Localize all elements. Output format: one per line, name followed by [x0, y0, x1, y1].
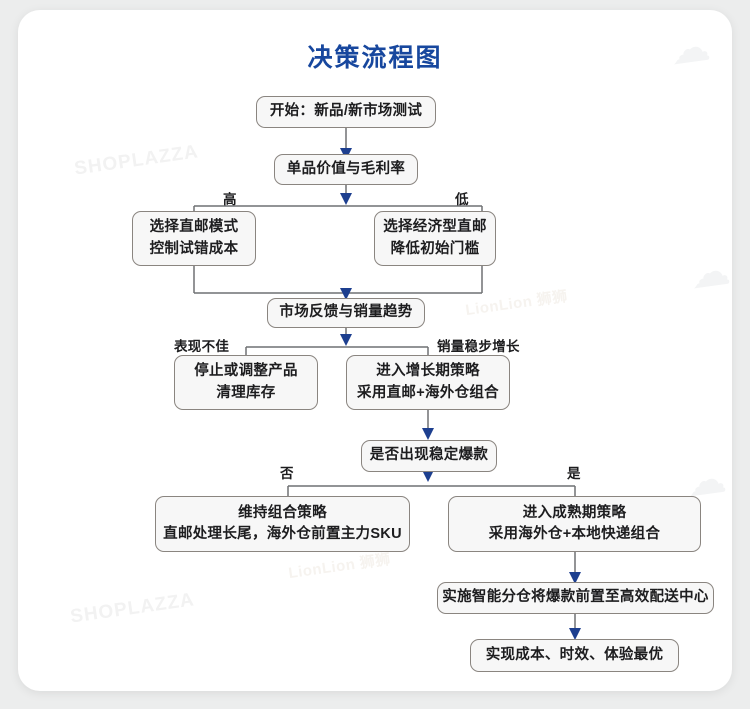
- node-direct-mail-line-2: 控制试错成本: [149, 240, 239, 257]
- node-growth-strategy-line-1: 进入增长期策略: [376, 363, 480, 380]
- edge-label-high: 高: [223, 192, 237, 207]
- node-optimal-result-line-1: 实现成本、时效、体验最优: [485, 646, 664, 663]
- node-start[interactable]: 开始：新品/新市场测试: [256, 96, 436, 128]
- node-mature-strategy-line-1: 进入成熟期策略: [522, 504, 627, 521]
- node-economy-direct-mail-line-2: 降低初始门槛: [390, 240, 480, 257]
- flowchart-card: SHOPLAZZA SHOPLAZZA LionLion 狮狮 LionLion…: [18, 10, 732, 691]
- node-start-line-1: 开始：新品/新市场测试: [269, 103, 423, 120]
- lionlion-watermark-2: LionLion 狮狮: [287, 550, 392, 583]
- node-unit-value-line-1: 单品价值与毛利率: [286, 160, 406, 177]
- node-stop-or-adjust-line-2: 清理库存: [216, 384, 276, 401]
- node-smart-warehouse[interactable]: 实施智能分仓将爆款前置至高效配送中心: [437, 582, 714, 614]
- node-keep-mix-strategy[interactable]: 维持组合策略 直邮处理长尾，海外仓前置主力SKU: [155, 496, 410, 552]
- node-economy-direct-mail[interactable]: 选择经济型直邮 降低初始门槛: [374, 211, 496, 266]
- shoplazza-watermark-1: SHOPLAZZA: [73, 141, 200, 180]
- shoplazza-watermark-2: SHOPLAZZA: [69, 589, 196, 628]
- node-market-feedback[interactable]: 市场反馈与销量趋势: [267, 298, 425, 328]
- edge-label-poor-performance: 表现不佳: [174, 339, 230, 354]
- page-title: 决策流程图: [307, 44, 443, 72]
- node-direct-mail[interactable]: 选择直邮模式 控制试错成本: [132, 211, 256, 266]
- edge-label-steady-growth: 销量稳步增长: [437, 339, 520, 354]
- node-stable-hit-decision-line-1: 是否出现稳定爆款: [369, 447, 489, 464]
- edge-label-low: 低: [455, 192, 469, 207]
- cloud-watermark-2: ☁: [687, 248, 732, 298]
- node-growth-strategy-line-2: 采用直邮+海外仓组合: [357, 384, 499, 401]
- node-stop-or-adjust-line-1: 停止或调整产品: [194, 363, 298, 380]
- edge-label-no: 否: [280, 466, 294, 481]
- node-smart-warehouse-line-1: 实施智能分仓将爆款前置至高效配送中心: [442, 589, 709, 606]
- node-stop-or-adjust[interactable]: 停止或调整产品 清理库存: [174, 355, 318, 410]
- node-unit-value[interactable]: 单品价值与毛利率: [274, 154, 418, 185]
- node-market-feedback-line-1: 市场反馈与销量趋势: [279, 304, 413, 321]
- node-keep-mix-strategy-line-1: 维持组合策略: [238, 504, 327, 521]
- node-mature-strategy-line-2: 采用海外仓+本地快递组合: [488, 526, 661, 542]
- node-economy-direct-mail-line-1: 选择经济型直邮: [383, 219, 487, 236]
- node-growth-strategy[interactable]: 进入增长期策略 采用直邮+海外仓组合: [346, 355, 510, 410]
- node-direct-mail-line-1: 选择直邮模式: [149, 219, 239, 236]
- node-optimal-result[interactable]: 实现成本、时效、体验最优: [470, 639, 679, 672]
- node-stable-hit-decision[interactable]: 是否出现稳定爆款: [361, 440, 497, 472]
- node-mature-strategy[interactable]: 进入成熟期策略 采用海外仓+本地快递组合: [448, 496, 701, 552]
- flowchart-stage: SHOPLAZZA SHOPLAZZA LionLion 狮狮 LionLion…: [18, 10, 732, 691]
- lionlion-watermark-1: LionLion 狮狮: [464, 287, 569, 320]
- node-keep-mix-strategy-line-2: 直邮处理长尾，海外仓前置主力SKU: [163, 526, 402, 542]
- edge-label-yes: 是: [567, 466, 581, 481]
